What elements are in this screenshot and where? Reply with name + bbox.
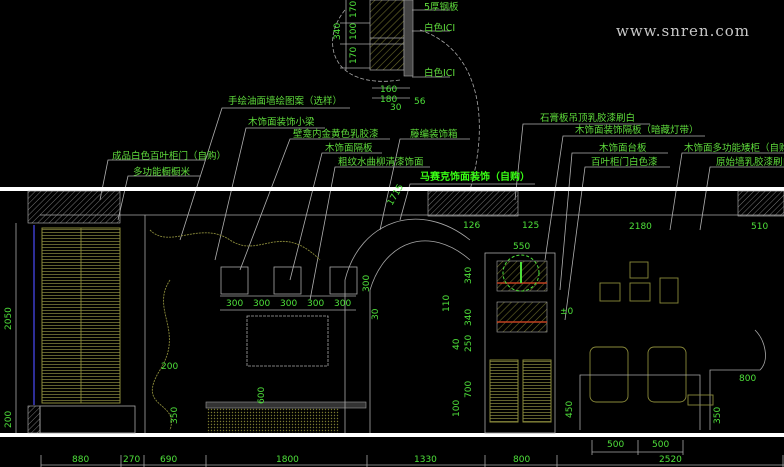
inset-dim: 170	[349, 1, 359, 18]
elevation-dimensions: 2050 200 300 300 300 300 300 300 30 200 …	[4, 183, 768, 428]
dim-text: 40	[452, 338, 462, 350]
dim-text: 690	[160, 455, 177, 465]
dim-text: 1800	[276, 455, 299, 465]
dim-text: 300	[280, 299, 297, 309]
ceiling-line	[0, 187, 784, 191]
dim-text: 880	[72, 455, 89, 465]
dim-text: 2180	[629, 222, 652, 232]
dim-text: 350	[170, 407, 180, 424]
callout-mosaic: 马赛克饰面装饰（自购）	[420, 170, 530, 183]
callout-low-cabinet: 木饰面多功能矮柜（自购）	[684, 142, 784, 154]
callout-countertop: 木饰面台板	[599, 142, 647, 154]
inset-label: 5厚钢板	[424, 1, 459, 13]
leader-lines	[99, 107, 784, 321]
callout-wood-shelf: 木饰面隔板	[325, 142, 373, 154]
dim-text: 500	[652, 440, 669, 450]
dim-text: 300	[362, 275, 372, 292]
callout-wall-painting: 手绘油面墙绘图案（选样）	[228, 95, 342, 107]
dim-text: 200	[4, 411, 14, 428]
inset-dim: 340	[333, 23, 343, 40]
dim-text: 800	[739, 374, 756, 384]
dim-text: 340	[464, 309, 474, 326]
callout-wall-white: 原始墙乳胶漆刷白	[716, 156, 784, 168]
inset-dim: 160	[380, 85, 397, 95]
dim-text: 2050	[4, 307, 14, 330]
inset-dim: 170	[349, 47, 359, 64]
dim-text: 1715	[386, 183, 406, 208]
dim-text: 700	[464, 381, 474, 398]
dim-text: 450	[565, 401, 575, 418]
inset-dim: 30	[390, 103, 402, 113]
dim-text: ±0	[560, 307, 574, 317]
dim-text: 100	[452, 400, 462, 417]
elevation	[15, 190, 784, 434]
watermark: www.snren.com	[616, 22, 750, 40]
callout-gypsum-ceiling: 石膏板吊顶乳胶漆刷白	[540, 112, 635, 124]
callout-louver-white: 百叶柜门白色漆	[591, 156, 658, 168]
inset-label: 白色ICI	[424, 22, 455, 34]
callout-deco-shelf: 木饰面装饰隔板（暗藏灯带）	[575, 124, 699, 136]
dim-text: 30	[371, 308, 381, 320]
inset-dim: 56	[414, 97, 426, 107]
dim-text: 110	[442, 295, 452, 312]
inset-dim: 100	[349, 23, 359, 40]
callout-louver-door: 成品白色百叶柜门（自购）	[112, 150, 226, 162]
dim-text: 200	[161, 362, 178, 372]
dim-text: 300	[334, 299, 351, 309]
dim-text: 270	[123, 455, 140, 465]
bottom-dimensions: 880 270 690 1800 1330 800 2520 500 500	[40, 440, 784, 467]
callout-ash-veneer: 粗纹水曲柳清漆饰面	[338, 156, 424, 168]
callout-multi-cabinet: 多功能橱橱米	[133, 166, 191, 178]
dim-text: 126	[463, 221, 480, 231]
dim-text: 550	[513, 242, 530, 252]
dim-text: 350	[713, 407, 723, 424]
dim-text: 340	[464, 267, 474, 284]
dim-text: 510	[751, 222, 768, 232]
dim-text: 125	[522, 221, 539, 231]
dim-text: 800	[513, 455, 530, 465]
dim-text: 1330	[414, 455, 437, 465]
dim-text: 500	[607, 440, 624, 450]
detail-inset: 5厚钢板 白色ICI 白色ICI 170 100 170 340 160 180…	[332, 0, 480, 191]
dim-text: 250	[464, 335, 474, 352]
dim-text: 300	[307, 299, 324, 309]
callout-niche-paint: 壁龛内金黄色乳胶漆	[293, 128, 379, 140]
dim-text: 300	[253, 299, 270, 309]
dim-text: 2520	[659, 455, 682, 465]
inset-dim: 180	[380, 95, 397, 105]
dim-text: 600	[257, 387, 267, 404]
floor-line	[0, 433, 784, 437]
callout-rattan-box: 藤编装饰箱	[410, 128, 458, 140]
inset-label: 白色ICI	[424, 67, 455, 79]
dim-text: 300	[226, 299, 243, 309]
callout-wood-beam: 木饰面装饰小梁	[248, 116, 315, 128]
